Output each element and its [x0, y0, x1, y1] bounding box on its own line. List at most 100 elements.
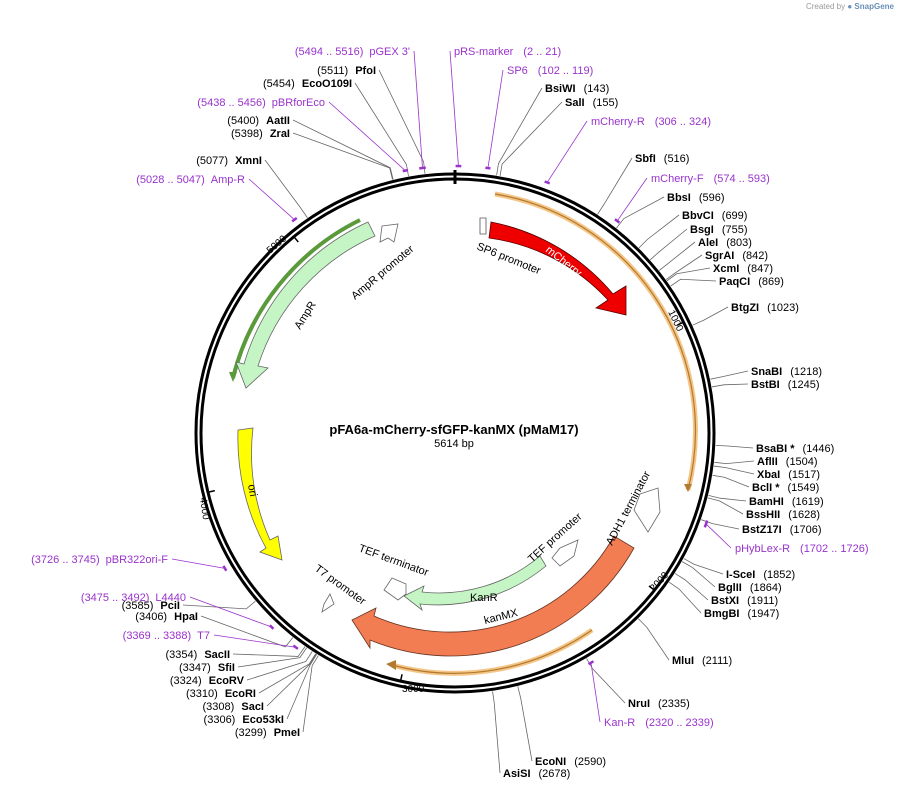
site-position: (1911) — [747, 595, 778, 607]
site-position: (155) — [593, 97, 619, 109]
site-position: (1245) — [788, 379, 820, 391]
site-xcmi[interactable]: XcmI(847) — [713, 263, 773, 275]
site-asisi[interactable]: AsiSI(2678) — [503, 768, 570, 780]
site-name: EcoRI — [225, 688, 256, 700]
site-bsabi[interactable]: BsaBI *(1446) — [756, 443, 834, 455]
site-leader-sgrai — [666, 255, 702, 280]
site-position: (3354) — [165, 649, 200, 661]
site-position: (803) — [726, 237, 752, 249]
site-bbvci[interactable]: BbvCI(699) — [682, 210, 747, 222]
site-sbfi[interactable]: SbfI(516) — [635, 153, 689, 165]
primer-leader-amp-r — [249, 179, 294, 220]
site-name: SacI — [241, 701, 264, 713]
site-bbsi[interactable]: BbsI(596) — [667, 192, 725, 204]
tick-label-3000: 3000 — [402, 684, 425, 695]
primer-prs-marker[interactable]: pRS-marker (2 .. 21) — [454, 46, 561, 58]
site-bstbi[interactable]: BstBI(1245) — [751, 379, 820, 391]
site-pmei[interactable]: (3299) PmeI — [235, 727, 300, 739]
primer-pbrforeco[interactable]: (5438 .. 5456)pBRforEco — [197, 97, 325, 109]
site-alei[interactable]: AleI(803) — [698, 237, 752, 249]
site-btgzi[interactable]: BtgZI(1023) — [731, 302, 799, 314]
primer-mcherry-f[interactable]: mCherry-F(574 .. 593) — [651, 173, 770, 185]
feature-mcherry[interactable] — [489, 222, 626, 315]
site-aatii[interactable]: (5400) AatII — [227, 115, 290, 127]
site-name: BsaBI * — [756, 443, 795, 455]
primer-kan-r[interactable]: Kan-R(2320 .. 2339) — [604, 717, 714, 729]
site-bstz17i[interactable]: BstZ17I(1706) — [742, 524, 822, 536]
tick-label-4000: 4000 — [197, 497, 211, 521]
feature-label-kanr: KanR — [470, 592, 498, 604]
site-name: XbaI — [757, 469, 780, 481]
site-xbai[interactable]: XbaI(1517) — [757, 469, 820, 481]
site-position: (3310) — [186, 688, 221, 700]
primer-range: (2 .. 21) — [523, 46, 561, 58]
site-ecorv[interactable]: (3324) EcoRV — [170, 675, 245, 687]
site-bsiwi[interactable]: BsiWI(143) — [545, 83, 609, 95]
site-leader-bbvci — [639, 215, 679, 248]
feature-ori[interactable] — [238, 428, 282, 560]
site-zrai[interactable]: (5398) ZraI — [231, 128, 290, 140]
feature-t7-promoter-arrow[interactable] — [322, 594, 334, 612]
site-position: (2678) — [539, 768, 571, 780]
site-sfii[interactable]: (3347) SfiI — [179, 662, 235, 674]
site-position: (1947) — [747, 608, 779, 620]
site-bstxi[interactable]: BstXI(1911) — [711, 595, 778, 607]
site-name: BglII — [718, 582, 742, 594]
site-bcli[interactable]: BclI *(1549) — [752, 482, 819, 494]
site-bmgbi[interactable]: BmgBI(1947) — [704, 608, 779, 620]
primer-range: (3369 .. 3388) — [123, 630, 192, 642]
site-leader-pfoi — [379, 70, 425, 174]
site-snabi[interactable]: SnaBI(1218) — [751, 366, 822, 378]
feature-ampr-promoter-arrow[interactable] — [380, 224, 398, 242]
primer-name: SP6 — [507, 65, 528, 77]
primer-pgex-3[interactable]: (5494 .. 5516)pGEX 3' — [295, 46, 410, 58]
site-name: BsiWI — [545, 83, 576, 95]
primer-name: pHybLex-R — [735, 543, 790, 555]
site-mlui[interactable]: MluI(2111) — [672, 655, 732, 667]
site-name: XcmI — [713, 263, 739, 275]
site-name: PaqCI — [719, 276, 750, 288]
site-i-scei[interactable]: I-SceI(1852) — [726, 569, 795, 581]
site-saci[interactable]: (3308) SacI — [203, 701, 265, 713]
site-name: XmnI — [235, 155, 262, 167]
primer-mcherry-r[interactable]: mCherry-R(306 .. 324) — [591, 116, 711, 128]
site-nrui[interactable]: NruI(2335) — [628, 698, 690, 710]
primer-t7[interactable]: (3369 .. 3388)T7 — [123, 630, 210, 642]
site-position: (2111) — [702, 655, 732, 667]
site-sgrai[interactable]: SgrAI(842) — [705, 250, 768, 262]
primer-mark-l4440 — [270, 625, 274, 628]
site-paqci[interactable]: PaqCI (869) — [719, 276, 784, 288]
site-econi[interactable]: EcoNI(2590) — [535, 756, 606, 768]
site-leader-xbai — [714, 466, 754, 474]
site-bsgi[interactable]: BsgI(755) — [690, 224, 748, 236]
site-eco53ki[interactable]: (3306) Eco53kI — [204, 714, 284, 726]
site-bglii[interactable]: BglII (1864) — [718, 582, 782, 594]
site-position: (869) — [758, 276, 784, 288]
site-aflii[interactable]: AflII(1504) — [757, 456, 818, 468]
site-name: PfoI — [355, 65, 376, 77]
feature-tef-terminator-arrow[interactable] — [384, 578, 406, 600]
site-ecori[interactable]: (3310) EcoRI — [186, 688, 256, 700]
site-leader-alei — [659, 242, 695, 270]
site-sali[interactable]: SalI(155) — [565, 97, 618, 109]
site-sacii[interactable]: (3354) SacII — [165, 649, 230, 661]
primer-pbr322ori-f[interactable]: (3726 .. 3745)pBR322ori-F — [31, 554, 168, 566]
site-xmni[interactable]: (5077) XmnI — [196, 155, 262, 167]
primer-sp6[interactable]: SP6(102 .. 119) — [507, 65, 593, 77]
primer-leader-phyblex-r — [706, 524, 731, 548]
feature-sp6-promoter-arrow[interactable] — [480, 218, 486, 234]
site-ecoo109i[interactable]: (5454) EcoO109I — [263, 78, 352, 90]
site-bamhi[interactable]: BamHI(1619) — [749, 496, 824, 508]
site-name: I-SceI — [726, 569, 755, 581]
primer-amp-r[interactable]: (5028 .. 5047)Amp-R — [136, 174, 245, 186]
primer-l4440[interactable]: (3475 .. 3492)L4440 — [81, 592, 186, 604]
site-pfoi[interactable]: (5511) PfoI — [317, 65, 376, 77]
site-bsshii[interactable]: BssHII(1628) — [746, 509, 820, 521]
primer-phyblex-r[interactable]: pHybLex-R(1702 .. 1726) — [735, 543, 869, 555]
site-leader-bstbi — [712, 384, 748, 387]
site-position: (1864) — [750, 582, 782, 594]
site-name: ZraI — [270, 128, 290, 140]
site-hpai[interactable]: (3406) HpaI — [135, 611, 198, 623]
primer-name: pRS-marker — [454, 46, 514, 58]
